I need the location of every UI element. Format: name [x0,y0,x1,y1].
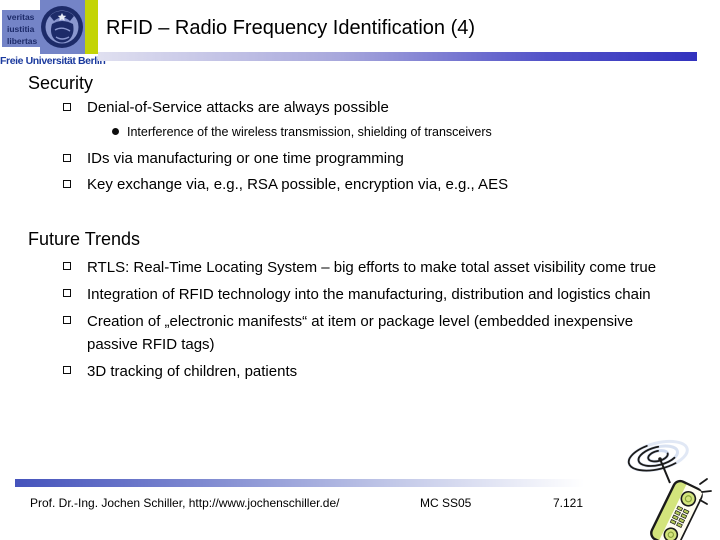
square-bullet-icon [63,316,71,324]
bullet-text: Interference of the wireless transmissio… [127,125,492,139]
footer-page-number: 7.121 [553,496,584,510]
bullet-text: 3D tracking of children, patients [87,363,298,380]
footer-course: MC SS05 [420,496,472,510]
section-heading-future-trends: Future Trends [28,229,141,249]
university-seal-icon [40,0,85,54]
list-item: Denial-of-Service attacks are always pos… [60,97,688,119]
motto-line: iustitia [7,24,35,34]
bullet-text: Integration of RFID technology into the … [87,286,651,303]
logo-green-stripe [85,0,98,54]
section-heading-security: Security [28,73,94,93]
list-item: Key exchange via, e.g., RSA possible, en… [60,174,688,196]
bullet-text: Denial-of-Service attacks are always pos… [87,99,389,116]
square-bullet-icon [63,262,71,270]
list-item: RTLS: Real-Time Locating System – big ef… [60,256,688,279]
square-bullet-icon [63,154,71,162]
list-item: Creation of „electronic manifests“ at it… [60,310,688,356]
motto-line: libertas [7,36,38,46]
bullet-text: Key exchange via, e.g., RSA possible, en… [87,176,509,193]
circle-bullet-icon [112,128,119,135]
square-bullet-icon [63,289,71,297]
future-trends-bullet-list: RTLS: Real-Time Locating System – big ef… [60,256,688,387]
square-bullet-icon [63,103,71,111]
mobile-phone-icon [603,428,715,540]
title-gradient-rule [98,52,697,61]
bullet-text: IDs via manufacturing or one time progra… [87,150,404,167]
institution-name: Freie Universität Berlin [0,55,106,67]
footer-gradient-rule [15,479,627,487]
list-item: 3D tracking of children, patients [60,360,688,383]
list-item-sub: Interference of the wireless transmissio… [112,123,688,142]
footer-author: Prof. Dr.-Ing. Jochen Schiller, http://w… [30,496,340,510]
bullet-text: RTLS: Real-Time Locating System – big ef… [87,259,657,276]
logo-motto: veritas iustitia libertas [2,10,40,47]
bullet-text: Creation of „electronic manifests“ at it… [87,313,634,353]
university-logo: veritas iustitia libertas Freie Universi… [0,0,106,70]
motto-line: veritas [7,12,35,22]
security-bullet-list: Denial-of-Service attacks are always pos… [60,97,688,200]
square-bullet-icon [63,180,71,188]
list-item: IDs via manufacturing or one time progra… [60,148,688,170]
slide-title: RFID – Radio Frequency Identification (4… [106,17,476,39]
square-bullet-icon [63,366,71,374]
list-item: Integration of RFID technology into the … [60,283,688,306]
